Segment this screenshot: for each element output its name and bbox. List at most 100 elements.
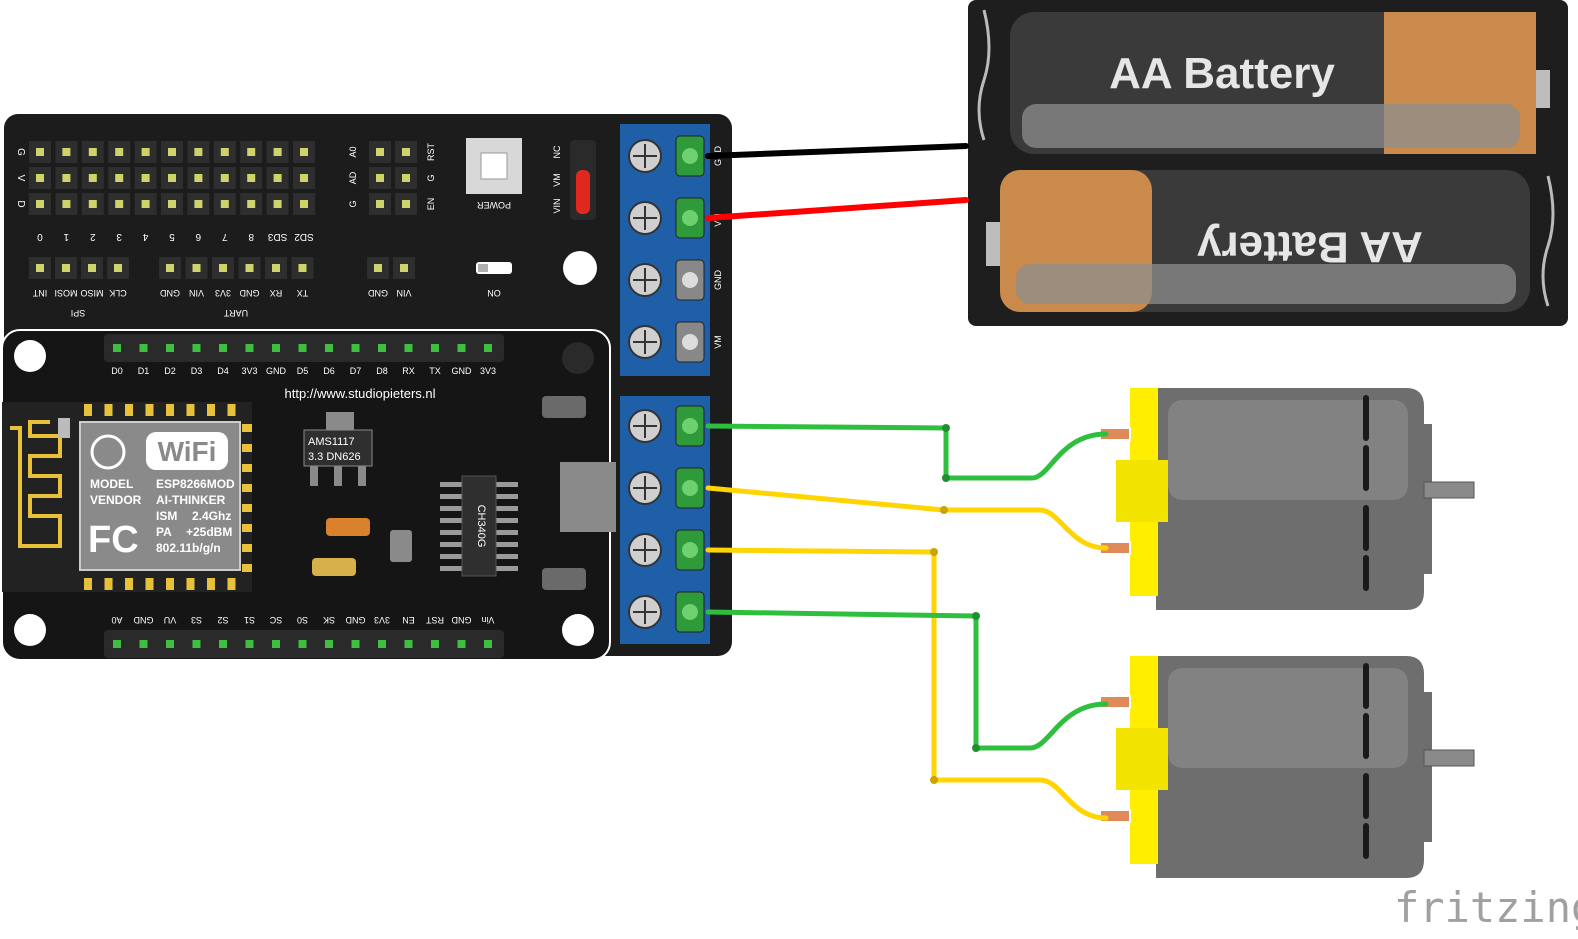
uart-pin-label: TX xyxy=(297,288,309,298)
nodemcu-top-pin xyxy=(298,344,307,352)
screw-slot xyxy=(633,414,657,438)
aux-label-g: G xyxy=(348,200,358,207)
header-col-label: 1 xyxy=(63,231,69,242)
aux-pin-pad xyxy=(402,200,410,208)
wire-green-motor2 xyxy=(705,609,1109,751)
nodemcu-top-pin xyxy=(139,344,148,352)
battery-holder: AA Battery AA Battery xyxy=(968,0,1568,326)
screw-slot xyxy=(633,330,657,354)
wire-yellow-motor1 xyxy=(705,485,1109,551)
aux-label-ad: AD xyxy=(348,171,358,184)
terminal-clamp-hole xyxy=(682,480,698,496)
nodemcu-top-pin xyxy=(457,344,466,352)
header-pin-pad xyxy=(194,174,203,182)
screw-slot xyxy=(633,600,657,624)
chip-leg xyxy=(440,482,462,487)
dc-motors xyxy=(1099,388,1475,878)
motor-bearing xyxy=(1116,460,1168,522)
nodemcu-bottom-pin xyxy=(166,640,174,648)
spi-pin-pad xyxy=(36,264,44,272)
header-pin-pad xyxy=(300,148,308,156)
chip-leg xyxy=(496,566,518,571)
chip-leg xyxy=(440,566,462,571)
esp-pad xyxy=(84,404,92,416)
header-pin-pad xyxy=(220,200,229,208)
screw-slot xyxy=(633,206,657,230)
chip-leg xyxy=(440,554,462,559)
vin-vm-jumper: NC VM VIN xyxy=(552,140,596,220)
header-pin-pad xyxy=(220,148,229,156)
header-pin-pad xyxy=(247,174,256,182)
usb-chip-label: CH340G xyxy=(475,505,487,548)
jumper-label-nc: NC xyxy=(552,145,562,158)
nodemcu-bottom-pin xyxy=(139,640,148,648)
spi-label: SPI xyxy=(71,308,86,318)
header-pin-pad xyxy=(62,200,71,208)
terminal-clamp-hole xyxy=(682,148,698,164)
chip-leg xyxy=(496,494,518,499)
nodemcu-bottom-pin-label: S2 xyxy=(217,615,228,625)
dc-motor xyxy=(1099,656,1475,878)
espressif-logo-icon xyxy=(90,434,126,470)
power-switch: ON xyxy=(476,262,512,298)
regulator-line1: AMS1117 xyxy=(308,436,355,448)
nodemcu-bottom-pin xyxy=(431,640,439,648)
screw-slot xyxy=(633,476,657,500)
aux-pin-pad xyxy=(376,148,384,156)
spi-pin-label: MISO xyxy=(80,288,103,298)
nodemcu-bottom-pin-label: A0 xyxy=(111,615,122,625)
motor-bearing xyxy=(1116,728,1168,790)
nodemcu-top-pin xyxy=(113,344,121,352)
terminal-clamp-hole xyxy=(682,418,698,434)
nodemcu-top-pin-label: D3 xyxy=(191,366,203,376)
terminal-clamp-hole xyxy=(682,272,698,288)
nodemcu-top-pin xyxy=(431,344,439,352)
aux-label-a0: A0 xyxy=(348,146,358,157)
nodemcu-bottom-pin-label: SK xyxy=(323,615,335,625)
uart-pin-pad xyxy=(219,264,227,272)
esp-pad xyxy=(207,404,215,416)
power-strip-pin-label: GND xyxy=(368,288,389,298)
nodemcu-top-pin-label: GND xyxy=(266,366,287,376)
module-line-ism: ISM xyxy=(156,509,177,523)
header-pin-pad xyxy=(141,200,150,208)
motor-highlight xyxy=(1168,668,1408,768)
esp-pad xyxy=(242,524,252,532)
header-pin-pad xyxy=(36,200,44,208)
esp-pad xyxy=(125,578,133,590)
esp-pad xyxy=(227,578,236,590)
nodemcu-bottom-pin-label: Vin xyxy=(482,615,495,625)
wire-green-motor1 xyxy=(705,423,1109,481)
nodemcu-top-pin-label: 3V3 xyxy=(480,366,496,376)
uart-pin-label: VIN xyxy=(189,288,204,298)
header-col-label: SD3 xyxy=(267,231,287,242)
nodemcu-bottom-pin-label: VU xyxy=(164,615,177,625)
header-pin-pad xyxy=(115,148,124,156)
usb-serial-chip: CH340G xyxy=(440,475,518,577)
esp-pad xyxy=(207,578,215,590)
nodemcu-pin-headers xyxy=(104,334,504,658)
chip-leg xyxy=(440,542,462,547)
nodemcu-top-pin xyxy=(219,344,227,352)
nodemcu-bottom-pin xyxy=(325,640,333,648)
uart-pin-pad xyxy=(272,264,280,272)
spi-pin-label: CLK xyxy=(109,288,127,298)
terminal-clamp-hole xyxy=(682,210,698,226)
power-button: POWER xyxy=(466,138,522,210)
header-pin-pad xyxy=(273,200,282,208)
nodemcu-bottom-pin xyxy=(378,640,386,648)
nodemcu-top-pin xyxy=(378,344,386,352)
module-value-ism: 2.4Ghz xyxy=(192,509,231,523)
wire-red xyxy=(705,197,969,221)
uart-label: UART xyxy=(223,308,248,318)
module-line-pa: PA xyxy=(156,525,172,539)
nodemcu-top-pin-label: 3V3 xyxy=(241,366,257,376)
nodemcu-bottom-pin-label: GND xyxy=(133,615,154,625)
nodemcu-top-pin xyxy=(404,344,413,352)
nodemcu-top-pin xyxy=(272,344,280,352)
nodemcu-bottom-pin-label: S0 xyxy=(297,615,308,625)
motor-shaft xyxy=(1423,749,1475,767)
header-pin-pad xyxy=(273,174,282,182)
